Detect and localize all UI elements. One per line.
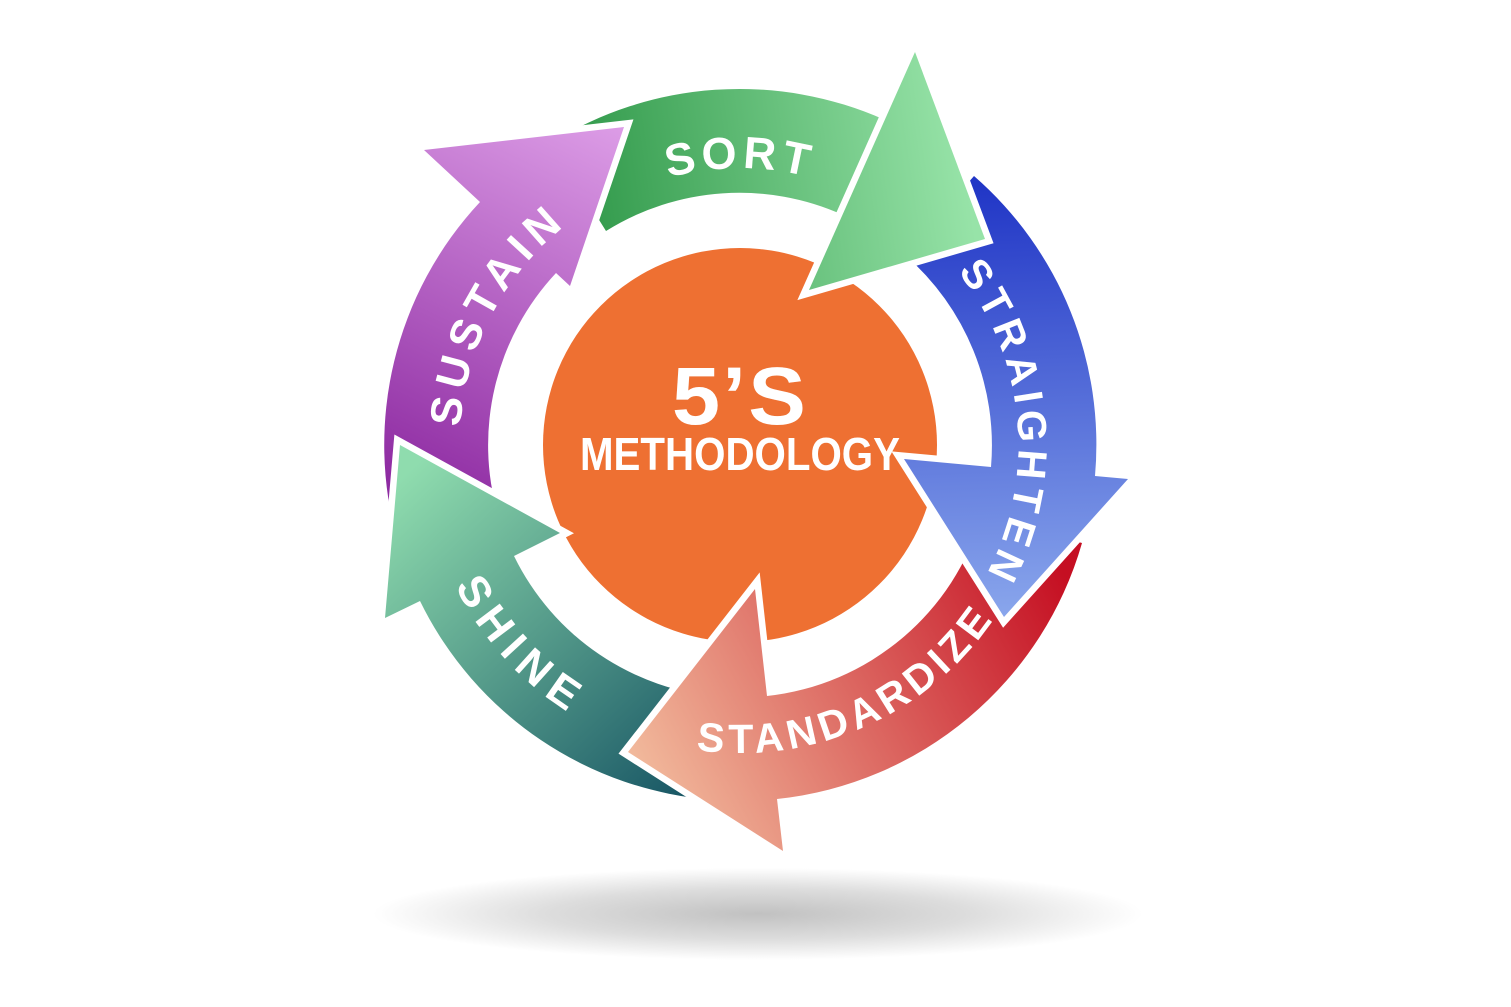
label-sort-text: SORT (660, 127, 815, 187)
arrow-sustain (377, 119, 634, 552)
arrow-sort-head (797, 34, 994, 301)
ground-shadow (373, 868, 1143, 960)
center-title-line2: METHODOLOGY (580, 428, 900, 480)
arrow-shine (377, 434, 729, 807)
center-circle (543, 248, 937, 642)
arrow-straighten (891, 166, 1142, 628)
arrow-standardize (618, 507, 1091, 864)
center-title-line1: 5’S (672, 351, 808, 442)
label-sort: SORT (660, 127, 820, 187)
